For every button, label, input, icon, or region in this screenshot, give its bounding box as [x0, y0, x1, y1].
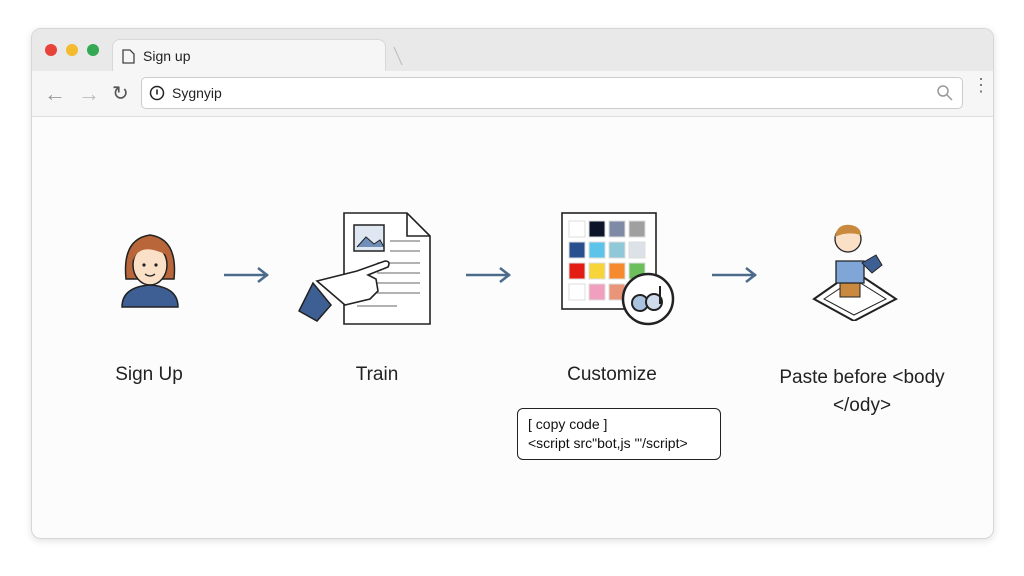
tab-title: Sign up [143, 48, 191, 64]
color-swatch [568, 283, 586, 301]
color-swatch [588, 283, 606, 301]
color-swatch [628, 241, 646, 259]
color-swatch [588, 220, 606, 238]
person-icon [121, 234, 179, 308]
address-text: Sygnyip [172, 85, 222, 101]
maximize-window-button[interactable] [87, 44, 99, 56]
color-swatch [568, 220, 586, 238]
info-icon [149, 85, 165, 101]
minimize-window-button[interactable] [66, 44, 78, 56]
tab-bar: Sign up [32, 29, 993, 72]
search-icon[interactable] [936, 84, 954, 102]
person-on-platform-icon [812, 224, 898, 321]
arrow-right-icon [224, 267, 270, 283]
copy-code-box[interactable]: [ copy code ] <script src"bot,js '"/scri… [517, 408, 721, 460]
color-swatch [588, 241, 606, 259]
arrow-right-icon [466, 267, 512, 283]
new-tab-button[interactable] [392, 45, 404, 67]
step-label-train: Train [355, 364, 399, 385]
color-swatch [568, 241, 586, 259]
back-button[interactable]: ← [44, 81, 66, 106]
color-swatch [608, 262, 626, 280]
color-palette-icon [561, 212, 675, 326]
copy-code-label[interactable]: [ copy code ] [528, 416, 608, 432]
tab-sign-up[interactable]: Sign up [112, 39, 386, 72]
reload-button[interactable]: ↻ [112, 83, 129, 105]
color-swatch [608, 220, 626, 238]
toolbar: ← → ↻ Sygnyip ⋮ [32, 71, 993, 117]
close-window-button[interactable] [45, 44, 57, 56]
menu-button[interactable]: ⋮ [972, 75, 990, 95]
step-label-paste: Paste before <body </ody> [779, 367, 945, 416]
address-bar[interactable]: Sygnyip [141, 77, 963, 109]
color-swatch [588, 262, 606, 280]
forward-button[interactable]: → [78, 81, 100, 106]
code-snippet: <script src"bot,js '"/script> [528, 435, 688, 451]
arrow-right-icon [712, 267, 758, 283]
step-label-customize: Customize [567, 364, 657, 385]
color-swatch [608, 241, 626, 259]
document-pointing-hand-icon [298, 212, 431, 325]
color-swatch [628, 220, 646, 238]
color-swatch [568, 262, 586, 280]
page-icon [122, 49, 135, 64]
browser-window: Sign up ← → ↻ Sygnyip ⋮ Sign Up Train Cu… [31, 28, 994, 539]
step-label-sign-up: Sign Up [115, 364, 183, 385]
